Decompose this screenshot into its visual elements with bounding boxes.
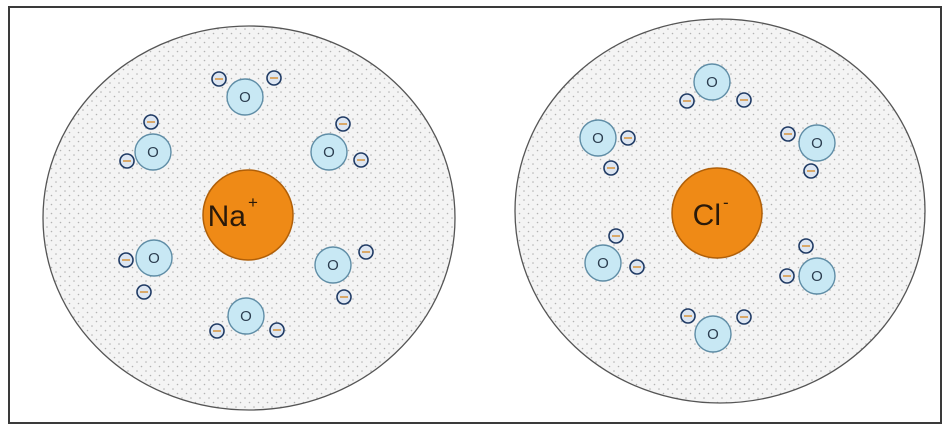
hydrogen-atom xyxy=(680,308,696,324)
oxygen-label: O xyxy=(323,144,335,161)
oxygen-label: O xyxy=(592,130,604,147)
oxygen-atom xyxy=(314,246,352,284)
hydrogen-atom xyxy=(629,259,645,275)
oxygen-atom xyxy=(134,133,172,171)
sodium-ion: Na + xyxy=(202,169,294,261)
oxygen-atom xyxy=(135,239,173,277)
oxygen-atom xyxy=(694,315,732,353)
water-molecule: O xyxy=(211,70,282,116)
hydrogen-atom xyxy=(603,160,619,176)
water-molecule: O xyxy=(584,228,645,282)
chloride-ion-circle xyxy=(671,167,763,259)
hydrogen-atom xyxy=(780,126,796,142)
hydrogen-atom xyxy=(211,71,227,87)
water-molecule: O xyxy=(310,116,369,171)
right-water-molecules: O O O O O O xyxy=(579,63,836,353)
hydrogen-atom xyxy=(143,114,159,130)
hydrogen-atom xyxy=(353,152,369,168)
hydrogen-atom xyxy=(118,252,134,268)
oxygen-label: O xyxy=(811,135,823,152)
oxygen-label: O xyxy=(239,89,251,106)
oxygen-label: O xyxy=(147,144,159,161)
hydrogen-atom xyxy=(269,322,285,338)
oxygen-label: O xyxy=(811,268,823,285)
oxygen-label: O xyxy=(148,250,160,267)
oxygen-atom xyxy=(798,257,836,295)
chloride-ion-charge: - xyxy=(723,193,729,212)
hydrogen-atom xyxy=(335,116,351,132)
oxygen-atom xyxy=(579,119,617,157)
hydrogen-atom xyxy=(803,163,819,179)
oxygen-atom xyxy=(693,63,731,101)
hydrogen-atom xyxy=(736,309,752,325)
water-molecule: O xyxy=(579,119,636,176)
water-molecule: O xyxy=(118,239,173,300)
oxygen-atom xyxy=(798,124,836,162)
water-molecule: O xyxy=(314,244,374,305)
hydrogen-atom xyxy=(136,284,152,300)
hydrogen-atom xyxy=(779,268,795,284)
hydrogen-atom xyxy=(336,289,352,305)
oxygen-label: O xyxy=(707,326,719,343)
left-water-molecules: O O O O O O xyxy=(118,70,374,339)
water-molecule: O xyxy=(680,308,752,353)
hydrogen-atom xyxy=(679,93,695,109)
hydrogen-atom xyxy=(266,70,282,86)
hydrogen-atom xyxy=(608,228,624,244)
oxygen-label: O xyxy=(327,257,339,274)
chloride-ion: Cl - xyxy=(671,167,763,259)
water-molecule: O xyxy=(119,114,172,171)
oxygen-atom xyxy=(226,78,264,116)
oxygen-atom xyxy=(584,244,622,282)
chloride-ion-symbol: Cl xyxy=(693,199,721,232)
sodium-hydration-shell: O O O O O O Na + xyxy=(42,25,456,411)
chloride-hydration-shell: O O O O O O Cl - xyxy=(514,18,926,404)
hydrogen-atom xyxy=(358,244,374,260)
hydrogen-atom xyxy=(119,153,135,169)
water-molecule: O xyxy=(209,297,285,339)
hydrogen-atom xyxy=(736,92,752,108)
hydrogen-atom xyxy=(798,238,814,254)
sodium-ion-circle xyxy=(202,169,294,261)
oxygen-atom xyxy=(310,133,348,171)
water-molecule: O xyxy=(779,238,836,295)
water-molecule: O xyxy=(679,63,752,109)
water-molecule: O xyxy=(780,124,836,179)
sodium-ion-charge: + xyxy=(248,193,258,212)
oxygen-label: O xyxy=(597,255,609,272)
hydrogen-atom xyxy=(209,323,225,339)
oxygen-label: O xyxy=(706,74,718,91)
sodium-ion-symbol: Na xyxy=(208,200,247,233)
oxygen-label: O xyxy=(240,308,252,325)
oxygen-atom xyxy=(227,297,265,335)
hydrogen-atom xyxy=(620,130,636,146)
